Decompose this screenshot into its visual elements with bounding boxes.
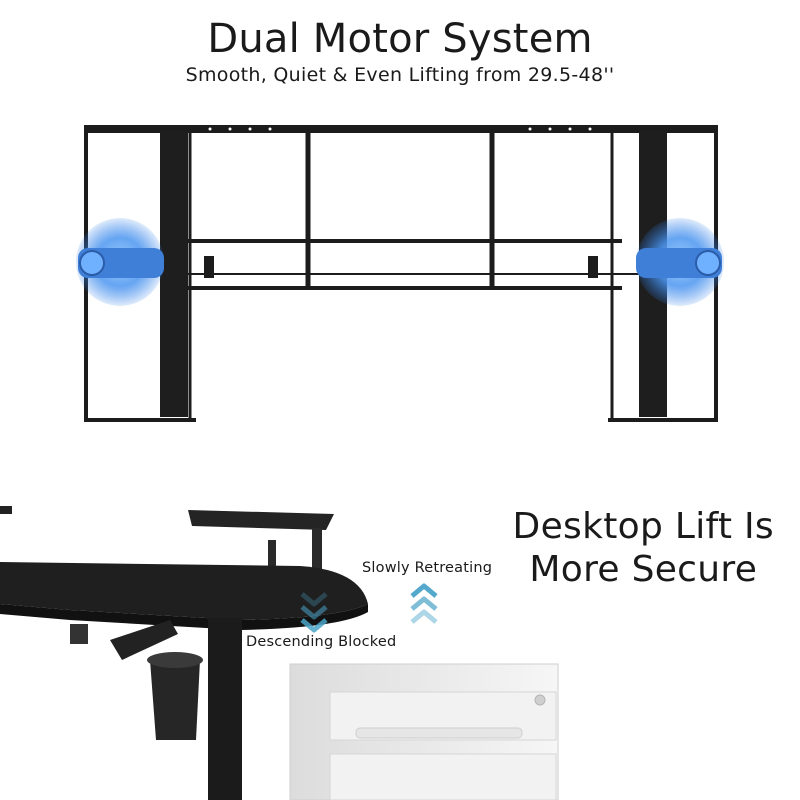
blocked-label: Descending Blocked xyxy=(246,634,397,650)
safety-headline-line2: More Secure xyxy=(529,549,758,591)
page-title: Dual Motor System xyxy=(207,16,593,62)
motor-left xyxy=(76,218,164,306)
motor-right xyxy=(636,218,724,306)
page-subtitle: Smooth, Quiet & Even Lifting from 29.5-4… xyxy=(185,64,615,86)
safety-headline: Desktop Lift Is More Secure xyxy=(513,505,774,591)
chevron-up-icon xyxy=(410,583,438,624)
motor-brackets xyxy=(204,256,598,278)
safety-headline-line1: Desktop Lift Is xyxy=(512,506,774,547)
desk-scene xyxy=(0,506,559,800)
frame-holes xyxy=(208,127,592,131)
chevron-down-icon xyxy=(300,592,328,633)
retreat-label: Slowly Retreating xyxy=(362,560,493,576)
